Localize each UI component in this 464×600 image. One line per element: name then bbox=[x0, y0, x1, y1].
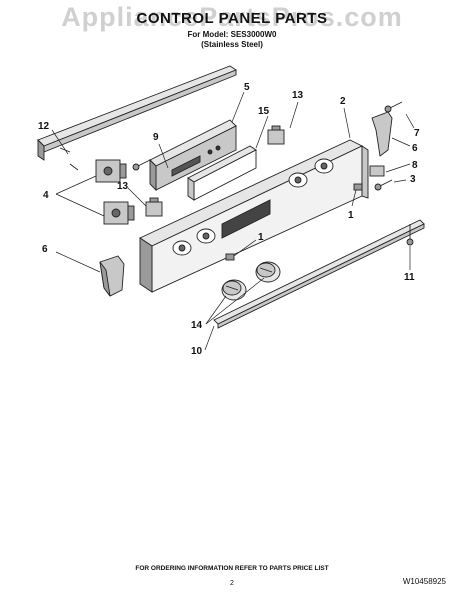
callout-5: 5 bbox=[244, 82, 250, 93]
clip-part-8 bbox=[369, 165, 385, 177]
callout-1-lower: 1 bbox=[258, 232, 264, 243]
callout-13-upper: 13 bbox=[292, 90, 304, 101]
callout-4: 4 bbox=[43, 190, 49, 201]
switch-part-upper bbox=[267, 125, 285, 145]
callout-7: 7 bbox=[414, 128, 420, 139]
callout-2: 2 bbox=[340, 96, 346, 107]
callout-9: 9 bbox=[153, 132, 159, 143]
screw-part-11 bbox=[406, 224, 414, 246]
variant-line: (Stainless Steel) bbox=[201, 40, 263, 49]
knob-part-left bbox=[221, 279, 247, 301]
watermark: AppliancePartsPros.com bbox=[61, 2, 403, 32]
callout-12: 12 bbox=[38, 121, 50, 132]
clip-part-1b bbox=[225, 253, 235, 261]
leader-lines bbox=[51, 91, 415, 351]
callout-6-right: 6 bbox=[412, 143, 418, 154]
model-line: For Model: SES3000W0 bbox=[187, 30, 277, 39]
overlay-window-part bbox=[187, 145, 257, 201]
page-title: CONTROL PANEL PARTS bbox=[136, 10, 328, 27]
callout-8: 8 bbox=[412, 160, 418, 171]
callout-10: 10 bbox=[191, 346, 203, 357]
switch-part-lower bbox=[145, 197, 163, 217]
screw-part-9 bbox=[132, 159, 151, 171]
bottom-trim-part bbox=[213, 219, 425, 329]
end-cap-right bbox=[371, 111, 393, 157]
callout-1-upper: 1 bbox=[348, 210, 354, 221]
control-board-part bbox=[149, 119, 237, 192]
ordering-note: FOR ORDERING INFORMATION REFER TO PARTS … bbox=[135, 565, 329, 572]
screw-part-7 bbox=[384, 101, 403, 113]
document-part-number: W10458925 bbox=[402, 577, 446, 586]
page-number: 2 bbox=[230, 580, 234, 587]
callout-14: 14 bbox=[191, 320, 203, 331]
end-cap-left bbox=[99, 255, 125, 297]
callout-3: 3 bbox=[410, 174, 416, 185]
clip-part-1a bbox=[353, 183, 363, 191]
rotary-switch-lower bbox=[103, 201, 135, 225]
callout-6-left: 6 bbox=[42, 244, 48, 255]
control-panel-part bbox=[139, 139, 369, 293]
callout-11: 11 bbox=[404, 272, 415, 283]
callout-15: 15 bbox=[258, 106, 270, 117]
knob-part-right bbox=[255, 261, 281, 283]
screw-part-3 bbox=[374, 179, 393, 191]
rotary-switch-upper bbox=[95, 159, 127, 183]
callout-13-lower: 13 bbox=[117, 181, 129, 192]
